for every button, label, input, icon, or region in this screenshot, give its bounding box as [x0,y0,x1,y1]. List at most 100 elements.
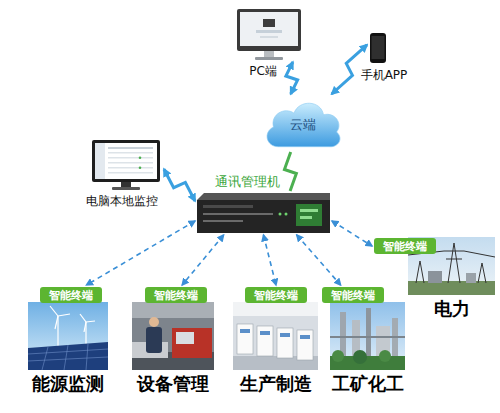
terminal-badge: 智能终端 [145,287,207,303]
sky [28,302,108,370]
scene-caption: 生产制造 [240,373,312,394]
local-monitor-node: 电脑本地监控 [90,138,162,190]
factory-wall [233,302,318,370]
machine-unit [297,330,313,360]
turbine-blade [84,322,86,332]
screen-widget [260,36,278,38]
transformer [428,271,442,283]
solar-panel [28,342,108,370]
device-front [197,200,330,233]
device-led [285,213,288,216]
badge-label: 智能终端 [154,289,198,302]
terminal-badge: 智能终端 [40,287,102,303]
turbine-blade [55,316,58,329]
power-line [464,251,495,257]
pylon-frame [416,261,424,283]
tree [332,350,344,362]
device-slot [203,220,243,222]
machine-panel [176,332,194,344]
device-led [279,213,282,216]
cloud-label: 云端 [262,117,344,132]
turbine-blade [58,314,70,316]
scene-node: 能源监测智能终端 [28,302,108,370]
monitor-frame [237,9,301,51]
table-row [108,152,153,154]
monitor-frame [92,140,160,182]
monitor-stand [121,182,131,187]
turbine-blade [86,321,95,322]
device-label: PC端 [249,64,277,78]
scene-caption: 能源监测 [32,373,104,394]
device-slot [203,213,273,215]
workshop-ceiling [132,302,214,318]
monitor-stand [264,51,274,57]
data-link [297,235,341,285]
pylon-arm [444,251,464,252]
terminal-badge: 智能终端 [322,287,384,303]
wind-turbine [50,306,95,347]
table-row [108,167,153,169]
scene-node: 电力智能终端 [408,237,495,295]
device-panel [296,204,322,226]
device-label: 手机APP [361,68,408,82]
table-row [108,157,153,159]
device-panel-mark [300,216,312,219]
factory-photo [233,302,318,370]
monitor-base [112,187,140,190]
monitor-screen [240,12,298,46]
worker-body [146,327,162,353]
tree [379,350,391,362]
table-row [108,162,153,164]
workshop-wall [132,302,214,370]
device-panel-mark [300,209,318,212]
data-link [182,235,223,285]
device-slot [203,205,253,208]
pipe [330,336,405,338]
machine-screen [260,331,270,335]
energy-photo [28,302,108,370]
phone [370,33,386,63]
tree [353,350,367,364]
machine-unit [277,328,293,358]
scene-caption: 设备管理 [137,373,209,394]
scene-node: 工矿化工智能终端 [330,302,405,370]
machine-screen [280,333,290,337]
link-bolt [286,62,298,94]
phone-body [370,33,386,63]
screen-widget [263,19,275,27]
factory-ceiling [233,302,318,316]
scene-node: 设备管理智能终端 [132,302,214,370]
link-bolt [284,152,296,191]
panel-line [86,344,88,370]
machine-unit [237,324,253,354]
panel-line [42,347,48,370]
machine-screen [300,335,310,339]
turbine-blade [50,306,58,316]
link-bolt [164,169,195,201]
badge-label: 智能终端 [331,289,375,302]
data-link [264,235,277,285]
machine [172,328,212,358]
scene-node: 生产制造智能终端 [233,302,318,370]
data-link [87,221,196,285]
worker-head [149,317,159,327]
pc-node: PC端 [235,8,303,60]
machine-unit [257,326,273,356]
table-row [108,172,153,174]
equipment-photo [132,302,214,370]
sky [330,302,405,370]
terminal-badge: 智能终端 [374,238,436,254]
badge-label: 智能终端 [49,289,93,302]
transformer [466,273,476,283]
status-dot [139,166,142,169]
monitor-screen [95,143,157,179]
pylon-frame [448,243,460,283]
monitor-base [255,57,283,60]
device-label: 通讯管理机 [215,174,280,189]
ground [408,281,495,295]
device-label: 电脑本地监控 [86,194,158,208]
turbine-tower [57,316,58,347]
panel-line [64,345,68,370]
